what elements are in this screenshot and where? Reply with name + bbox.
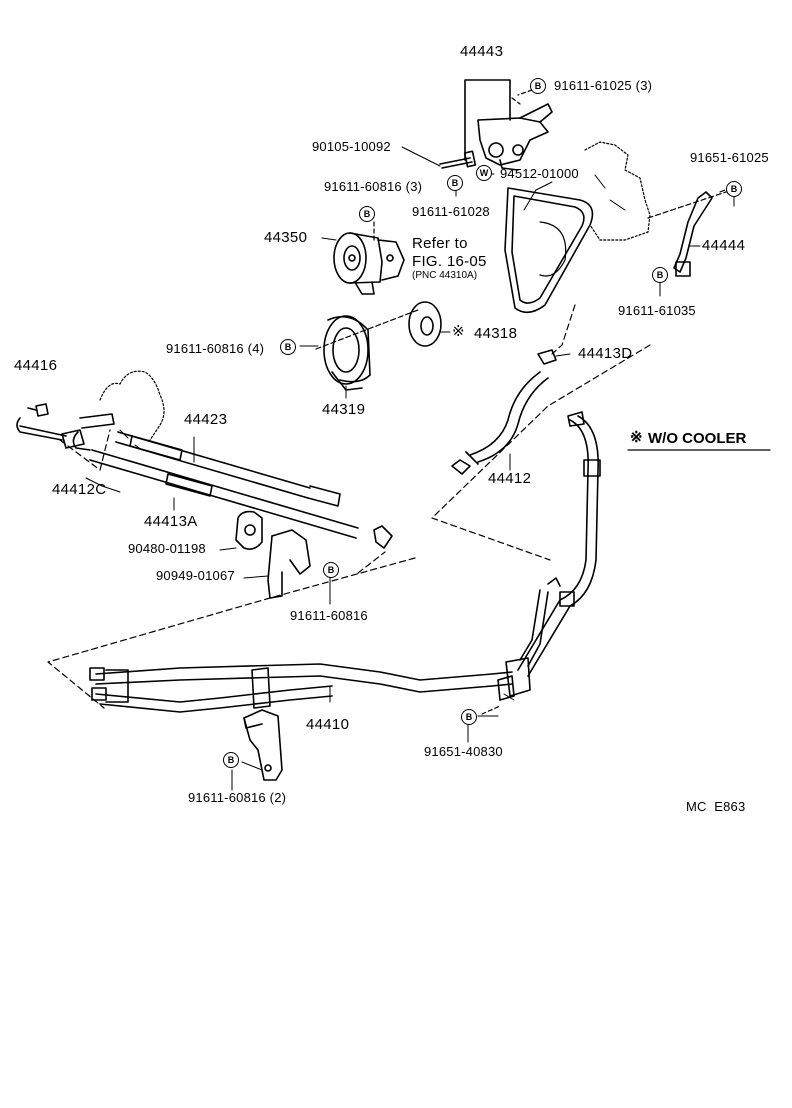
pressure-hose-44412 (465, 371, 549, 465)
label-44410: 44410 (306, 716, 350, 733)
wo-cooler-note: W/O COOLER (648, 430, 747, 447)
note-mark-44318: ※ (452, 323, 465, 340)
bolt-badge: B (447, 175, 463, 191)
label-91611-61028: 91611-61028 (412, 204, 490, 219)
refer-figure: FIG. 16-05 (412, 253, 487, 270)
bolt-badge: B (359, 206, 375, 222)
figure-code: MC E863 (686, 799, 746, 814)
label-44443: 44443 (460, 43, 504, 60)
label-91611-60816-3: 91611-60816 (3) (324, 179, 423, 194)
wo-cooler-symbol: ※ (630, 429, 643, 446)
label-44412: 44412 (488, 470, 532, 487)
power-steering-pump-44350 (333, 232, 405, 295)
bolt-badge: B (280, 339, 296, 355)
bolt-90105-10092 (401, 146, 477, 169)
label-91611-60816-4: 91611-60816 (4) (166, 341, 265, 356)
bracket-under-line (241, 709, 283, 781)
engine-block-outline (584, 141, 651, 241)
hose-44413A (89, 449, 359, 539)
label-44416: 44416 (14, 357, 58, 374)
hose-end-44413D (537, 349, 571, 365)
pump-bracket-44443 (464, 79, 553, 171)
bolt-badge: B (652, 267, 668, 283)
drive-belt (504, 187, 594, 314)
hose-44423 (115, 431, 341, 507)
label-44350: 44350 (264, 229, 308, 246)
bolt-badge: B (461, 709, 477, 725)
bolt-badge: B (223, 752, 239, 768)
label-94512-01000: 94512-01000 (500, 166, 579, 181)
bolt-badge: B (726, 181, 742, 197)
clamp-90480-01198 (219, 510, 263, 551)
label-44413A: 44413A (144, 513, 198, 530)
label-44423: 44423 (184, 411, 228, 428)
left-engine-outline (99, 370, 165, 441)
label-44444: 44444 (702, 237, 746, 254)
label-90949-01067: 90949-01067 (156, 568, 235, 583)
bracket-44444 (673, 191, 713, 277)
pulley-flange-44318 (408, 301, 442, 347)
refer-pnc: (PNC 44310A) (412, 270, 478, 281)
label-44412C: 44412C (52, 481, 107, 498)
label-91651-61025: 91651-61025 (690, 150, 769, 165)
right-pressure-line (497, 411, 601, 701)
bolt-badge: B (323, 562, 339, 578)
cooler-line-44410 (89, 663, 513, 713)
label-44318: 44318 (474, 325, 518, 342)
label-91611-61035: 91611-61035 (618, 303, 696, 318)
clamp-44412C (72, 413, 115, 451)
label-90480-01198: 90480-01198 (128, 541, 206, 556)
label-91651-40830: 91651-40830 (424, 744, 503, 759)
return-hose-44416 (16, 403, 85, 449)
assembly-leader-lines (47, 304, 651, 709)
label-44413D: 44413D (578, 345, 633, 362)
label-91611-60816: 91611-60816 (290, 608, 368, 623)
label-90105-10092: 90105-10092 (312, 139, 391, 154)
label-91611-61025: 91611-61025 (3) (554, 78, 653, 93)
pulley-44319 (323, 315, 371, 391)
clamp-90949-01067 (243, 529, 311, 599)
washer-badge: W (476, 165, 492, 181)
refer-to-text: Refer to (412, 235, 468, 252)
label-44319: 44319 (322, 401, 366, 418)
label-91611-60816-2: 91611-60816 (2) (188, 790, 287, 805)
bolt-badge: B (530, 78, 546, 94)
